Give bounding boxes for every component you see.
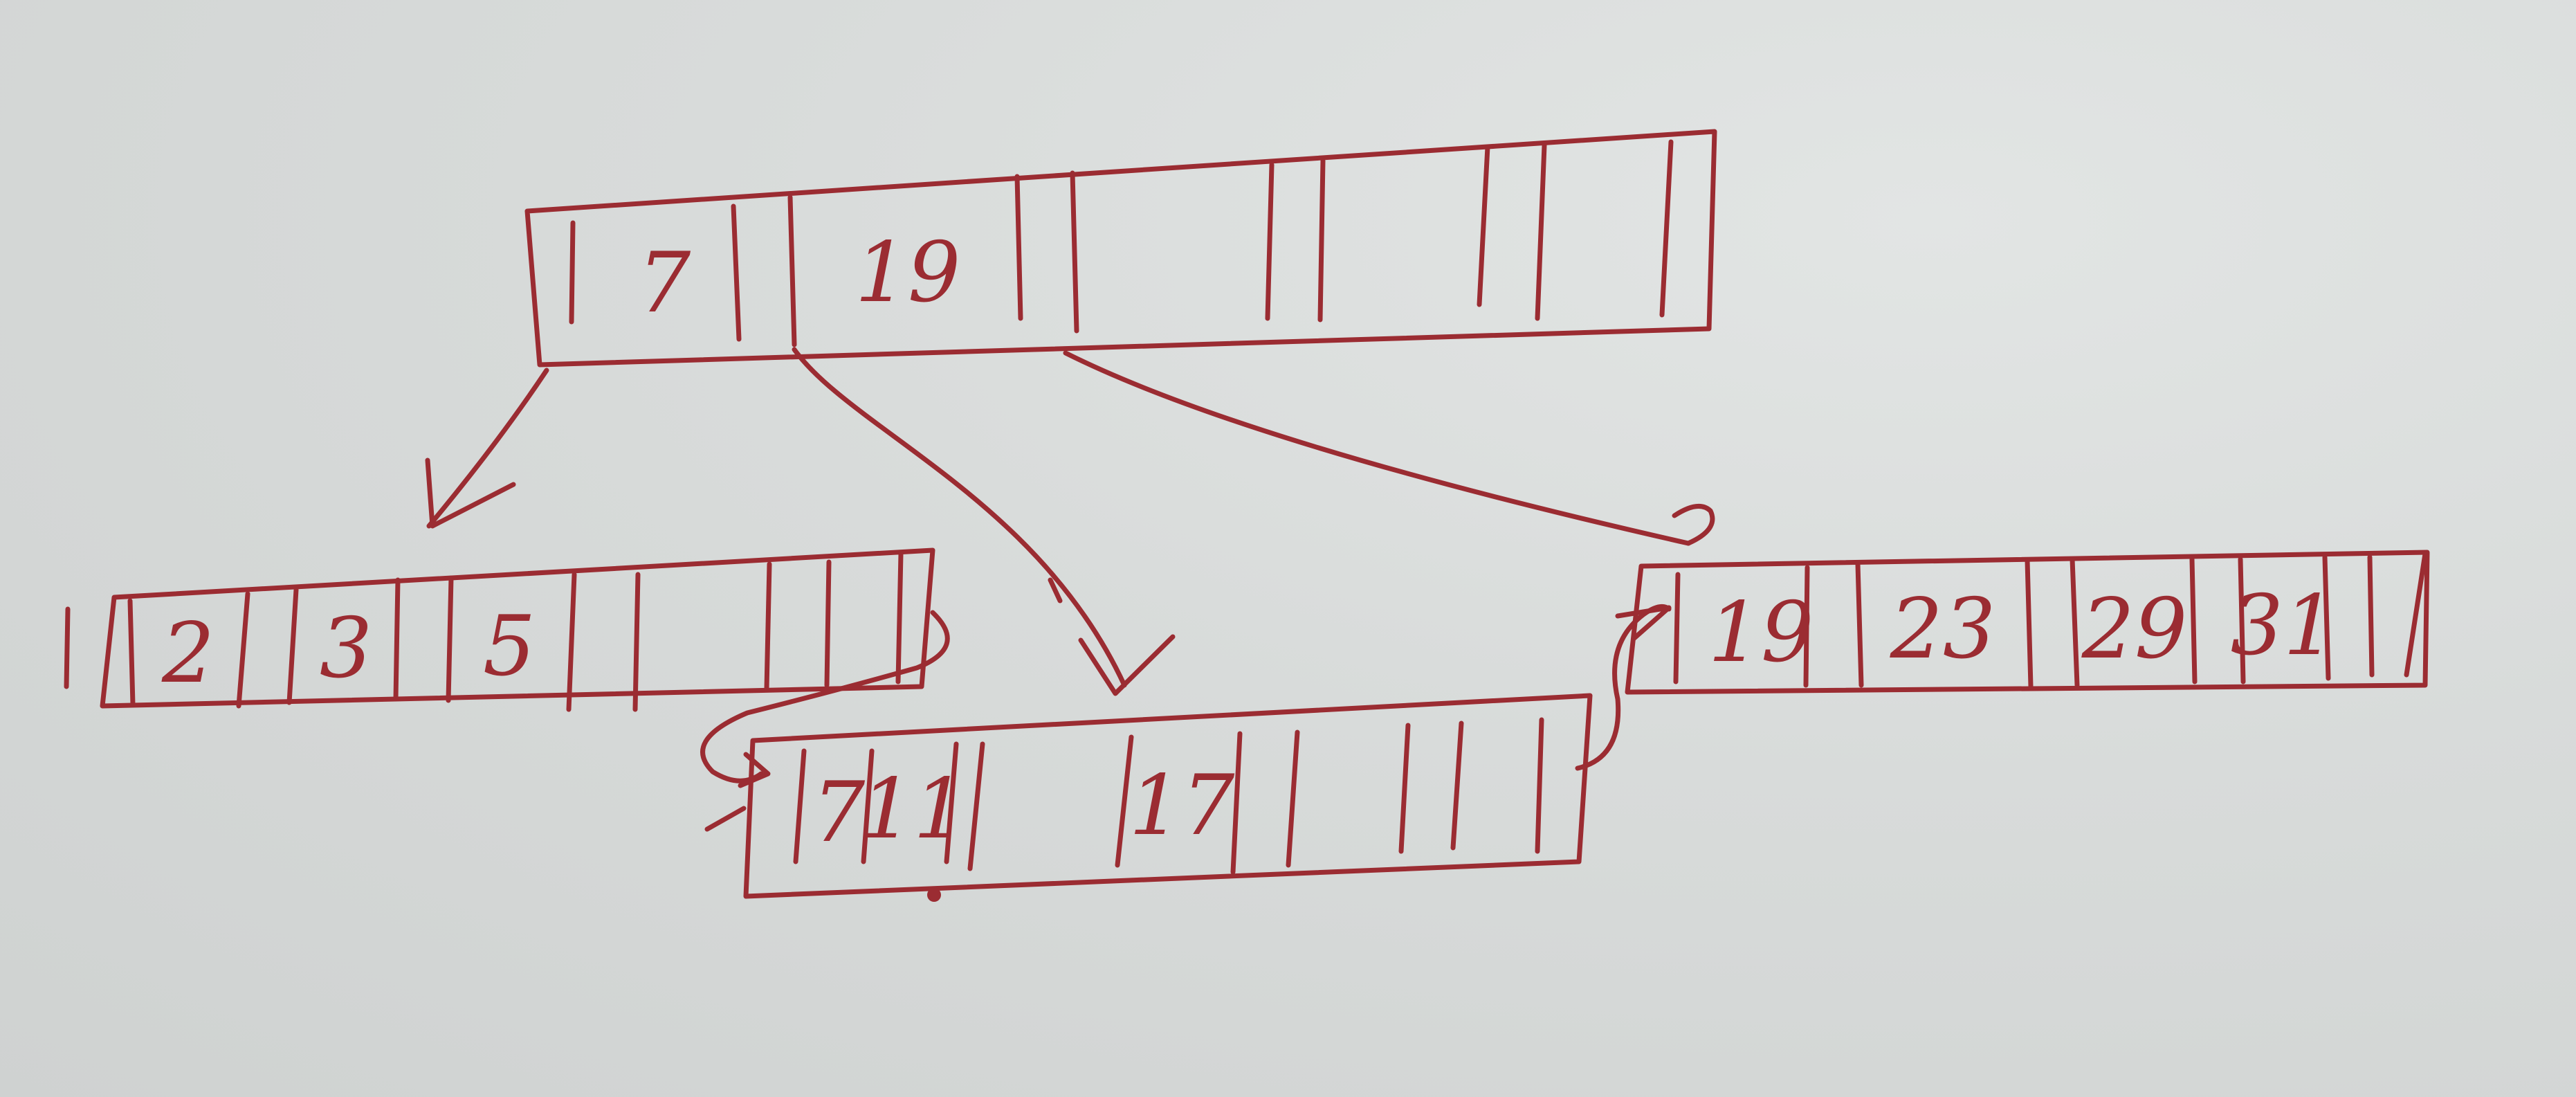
arrow-root-to-leaf-3 <box>1063 350 1691 546</box>
leaf1-divider-9 <box>764 561 772 691</box>
arrowhead-link-leaf-3 <box>1615 605 1672 641</box>
arrow-tail-mark <box>1048 577 1063 604</box>
root-divider-5 <box>1070 170 1079 334</box>
leaf3-divider-1 <box>1673 572 1681 685</box>
leaf-node-2-dividers <box>793 717 1544 875</box>
leaf3-key-4: 31 <box>2231 578 2337 674</box>
leaf3-divider-3 <box>1855 561 1864 688</box>
root-key-2: 19 <box>855 225 961 321</box>
link-tail-mark-1 <box>704 806 747 832</box>
arrow-root-to-leaf-2 <box>792 347 1127 688</box>
leaf3-divider-7 <box>2238 556 2246 685</box>
leaf1-divider-1 <box>64 606 71 689</box>
root-node: 7 19 <box>524 129 1717 368</box>
leaf3-divider-2 <box>1803 565 1810 688</box>
leaf1-divider-11 <box>895 551 904 685</box>
leaf3-divider-4 <box>2025 558 2034 689</box>
root-divider-4 <box>1014 174 1023 321</box>
leaf1-divider-3 <box>236 591 250 709</box>
leaf2-key-2: 11 <box>861 761 967 858</box>
leaf2-divider-7 <box>1286 729 1300 868</box>
leaf3-key-3: 29 <box>2081 581 2188 678</box>
leaf1-key-1: 2 <box>161 606 214 702</box>
link-leaf-2-to-leaf-3 <box>1575 604 1672 771</box>
leaf1-divider-10 <box>824 559 832 688</box>
leaf3-key-2: 23 <box>1890 581 1996 678</box>
leaf3-divider-6 <box>2189 556 2198 685</box>
arrowhead-leaf-2 <box>1078 634 1176 696</box>
leaf1-divider-5 <box>393 577 401 702</box>
leaf1-divider-4 <box>286 587 299 705</box>
leaf2-divider-3 <box>944 741 959 864</box>
leaf1-key-3: 5 <box>483 599 536 695</box>
root-divider-3 <box>787 194 797 347</box>
root-divider-10 <box>1659 139 1674 318</box>
root-divider-6 <box>1265 162 1275 321</box>
leaf3-divider-5 <box>2070 556 2080 688</box>
leaf2-divider-1 <box>793 748 807 864</box>
leaf1-divider-7 <box>566 572 577 712</box>
leaf1-divider-8 <box>632 572 641 712</box>
arrowhead-leaf-1 <box>425 457 516 529</box>
leaf1-divider-2 <box>127 598 136 707</box>
leaf2-divider-9 <box>1450 720 1464 851</box>
leaf2-divider-10 <box>1535 717 1544 854</box>
leaf3-key-1: 19 <box>1708 585 1814 681</box>
arrowhead-link-leaf-2 <box>738 752 771 788</box>
leaf-node-3-dividers <box>1673 551 2428 689</box>
leaf-node-1-dividers <box>64 551 904 712</box>
root-key-1: 7 <box>638 235 691 332</box>
leaf-node-3: 19 23 29 31 <box>1625 550 2430 695</box>
leaf1-key-2: 3 <box>320 601 372 697</box>
link-leaf-1-to-leaf-2 <box>700 610 950 783</box>
root-node-dividers <box>569 139 1674 347</box>
root-divider-8 <box>1477 144 1490 307</box>
root-divider-7 <box>1317 158 1326 323</box>
leaf2-key-1: 7 <box>812 765 866 861</box>
leaf-node-1-outline <box>100 547 935 709</box>
sibling-link-arrows <box>700 604 1672 832</box>
leaf3-divider-8 <box>2322 554 2331 681</box>
leaf1-divider-6 <box>446 575 454 703</box>
leaf2-divider-8 <box>1398 723 1411 854</box>
root-divider-9 <box>1535 143 1547 321</box>
leaf3-divider-10 <box>2404 551 2428 678</box>
leaf-node-2: 7 11 17 <box>743 693 1593 899</box>
leaf2-divider-6 <box>1230 731 1243 875</box>
leaf2-divider-5 <box>1115 734 1134 868</box>
root-divider-2 <box>731 203 742 342</box>
leaf-node-2-outline <box>743 693 1593 899</box>
arrow-root-to-leaf-1 <box>426 368 549 529</box>
root-node-outline <box>524 129 1717 368</box>
leaf2-divider-2 <box>861 748 875 864</box>
leaf2-key-3: 17 <box>1129 758 1235 854</box>
leaf2-divider-4 <box>967 741 985 871</box>
root-divider-1 <box>569 220 576 325</box>
child-pointer-arrows <box>425 347 1715 696</box>
ink-dot <box>927 888 941 902</box>
leaf-node-3-outline <box>1625 550 2430 695</box>
arrowhead-leaf-3 <box>1672 503 1715 546</box>
leaf-node-1: 2 3 5 <box>64 547 935 712</box>
leaf3-divider-9 <box>2367 554 2375 678</box>
